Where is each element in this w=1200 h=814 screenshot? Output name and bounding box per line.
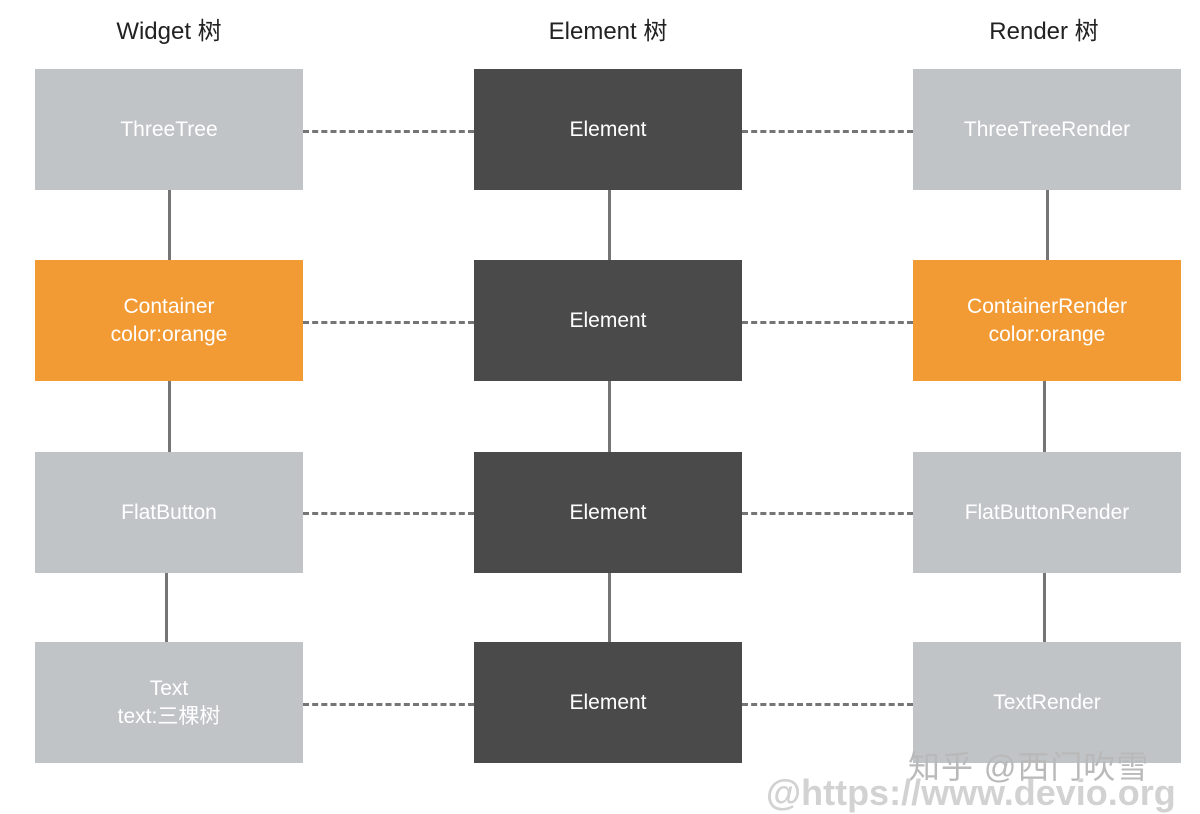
widget-node-property: text:三棵树 bbox=[117, 704, 221, 728]
widget-node-text: Text text:三棵树 bbox=[35, 642, 303, 763]
watermark-zhihu: 知乎 @西门吹雪 bbox=[908, 749, 1150, 785]
element-node-label: Element bbox=[569, 117, 647, 141]
element-node-1: Element bbox=[474, 69, 742, 190]
render-node-containerrender: ContainerRender color:orange bbox=[913, 260, 1181, 381]
element-connector-1 bbox=[608, 190, 611, 260]
element-connector-3 bbox=[608, 573, 611, 642]
dashed-link-element-render-1 bbox=[742, 130, 913, 133]
element-node-label: Element bbox=[569, 500, 647, 524]
dashed-link-widget-element-4 bbox=[303, 703, 474, 706]
render-node-flatbuttonrender: FlatButtonRender bbox=[913, 452, 1181, 573]
element-tree-header: Element 树 bbox=[548, 18, 668, 45]
render-node-label: TextRender bbox=[993, 690, 1101, 714]
element-connector-2 bbox=[608, 381, 611, 452]
widget-node-container: Container color:orange bbox=[35, 260, 303, 381]
watermark-url: @https://www.devio.org bbox=[766, 772, 1176, 813]
widget-connector-2 bbox=[168, 381, 171, 452]
render-node-property: color:orange bbox=[988, 322, 1106, 346]
widget-connector-1 bbox=[168, 190, 171, 260]
render-node-label: ContainerRender bbox=[967, 294, 1127, 318]
render-node-textrender: TextRender bbox=[913, 642, 1181, 763]
render-connector-3 bbox=[1043, 573, 1046, 642]
widget-node-property: color:orange bbox=[110, 322, 228, 346]
element-node-label: Element bbox=[569, 690, 647, 714]
element-node-2: Element bbox=[474, 260, 742, 381]
render-tree-header: Render 树 bbox=[989, 18, 1099, 45]
widget-node-flatbutton: FlatButton bbox=[35, 452, 303, 573]
dashed-link-element-render-3 bbox=[742, 512, 913, 515]
widget-node-label: FlatButton bbox=[121, 500, 217, 524]
widget-node-label: ThreeTree bbox=[120, 117, 218, 141]
dashed-link-widget-element-3 bbox=[303, 512, 474, 515]
dashed-link-widget-element-1 bbox=[303, 130, 474, 133]
render-node-threetreerender: ThreeTreeRender bbox=[913, 69, 1181, 190]
widget-node-label: Container bbox=[123, 294, 215, 318]
render-node-label: FlatButtonRender bbox=[964, 500, 1130, 524]
widget-node-label: Text bbox=[149, 676, 189, 700]
dashed-link-widget-element-2 bbox=[303, 321, 474, 324]
widget-connector-3 bbox=[165, 573, 168, 642]
element-node-3: Element bbox=[474, 452, 742, 573]
dashed-link-element-render-4 bbox=[742, 703, 913, 706]
widget-node-threetree: ThreeTree bbox=[35, 69, 303, 190]
widget-tree-header: Widget 树 bbox=[116, 18, 222, 45]
dashed-link-element-render-2 bbox=[742, 321, 913, 324]
element-node-label: Element bbox=[569, 308, 647, 332]
element-node-4: Element bbox=[474, 642, 742, 763]
render-connector-1 bbox=[1046, 190, 1049, 260]
render-connector-2 bbox=[1043, 381, 1046, 452]
render-node-label: ThreeTreeRender bbox=[963, 117, 1131, 141]
